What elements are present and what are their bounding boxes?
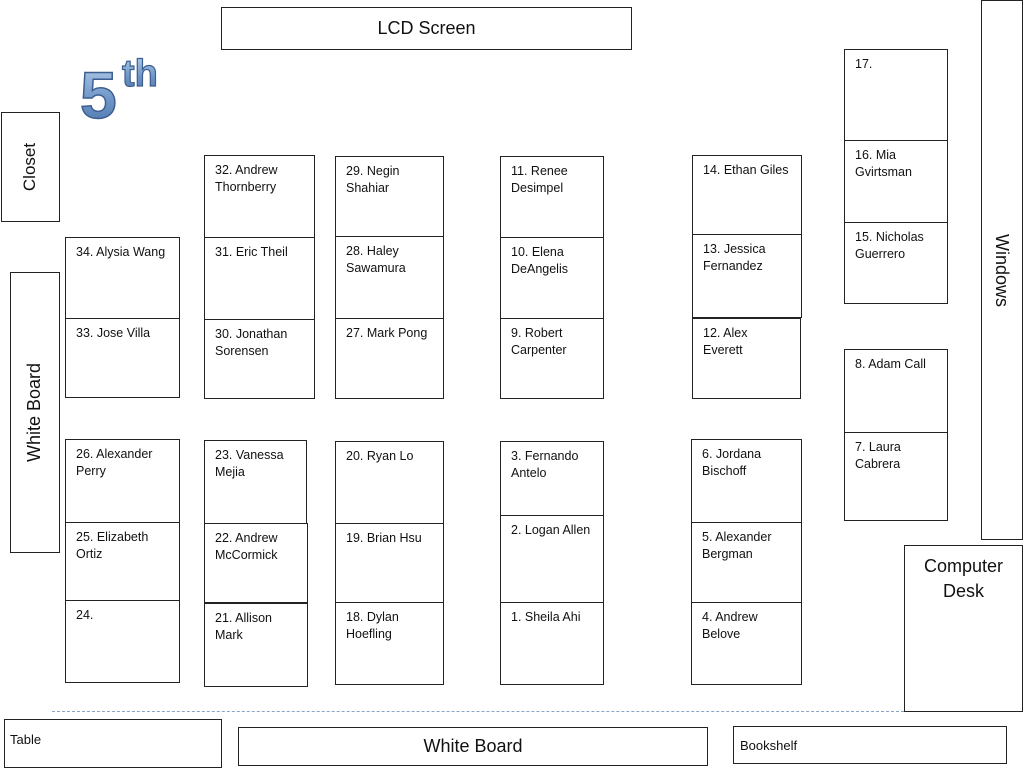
seat-12: 12. Alex Everett [692,318,801,399]
seat-label: 34. Alysia Wang [76,245,166,259]
seat-8: 8. Adam Call [844,349,948,433]
seat-label: 24. [76,608,94,622]
white-board-bottom: White Board [238,727,708,766]
seat-31: 31. Eric Theil [204,237,315,320]
seat-18: 18. Dylan Hoefling [335,602,444,685]
seat-label: 7. Laura Cabrera [855,440,901,471]
grade-number: 5 [80,58,117,130]
windows-label: Windows [992,233,1013,307]
seat-29: 29. Negin Shahiar [335,156,444,237]
seat-label: 20. Ryan Lo [346,449,414,463]
seat-5: 5. Alexander Bergman [691,522,802,603]
seat-label: 19. Brian Hsu [346,531,422,545]
seat-33: 33. Jose Villa [65,318,180,398]
seat-28: 28. Haley Sawamura [335,236,444,319]
seat-label: 14. Ethan Giles [703,163,789,177]
seat-label: 10. Elena DeAngelis [511,245,568,276]
seat-2: 2. Logan Allen [500,515,604,603]
lcd-screen: LCD Screen [221,7,632,50]
seat-label: 5. Alexander Bergman [702,530,772,561]
table-label: Table [10,732,42,747]
seat-3: 3. Fernando Antelo [500,441,604,516]
computer-desk-label: Computer Desk [923,556,1004,601]
seat-label: 30. Jonathan Sorensen [215,327,288,358]
seat-24: 24. [65,600,180,683]
lcd-screen-label: LCD Screen [377,18,476,38]
seat-10: 10. Elena DeAngelis [500,237,604,320]
seat-label: 1. Sheila Ahi [511,610,581,624]
seat-label: 21. Allison Mark [215,611,272,642]
seat-label: 23. Vanessa Mejia [215,448,284,479]
seat-label: 26. Alexander Perry [76,447,153,478]
seat-9: 9. Robert Carpenter [500,318,604,399]
seat-25: 25. Elizabeth Ortiz [65,522,180,601]
seat-11: 11. Renee Desimpel [500,156,604,238]
seat-label: 13. Jessica Fernandez [703,242,766,273]
seat-32: 32. Andrew Thornberry [204,155,315,238]
bookshelf: Bookshelf [733,726,1007,764]
seat-23: 23. Vanessa Mejia [204,440,307,525]
seat-16: 16. Mia Gvirtsman [844,140,948,223]
seat-label: 15. Nicholas Guerrero [855,230,924,261]
seat-19: 19. Brian Hsu [335,523,444,603]
seat-20: 20. Ryan Lo [335,441,444,524]
seat-30: 30. Jonathan Sorensen [204,319,315,399]
seat-label: 25. Elizabeth Ortiz [76,530,149,561]
seat-26: 26. Alexander Perry [65,439,180,523]
seat-label: 22. Andrew McCormick [215,531,278,562]
seat-label: 16. Mia Gvirtsman [855,148,912,179]
seat-27: 27. Mark Pong [335,318,444,399]
seat-13: 13. Jessica Fernandez [692,234,802,318]
grade-suffix: th [122,53,158,95]
seat-15: 15. Nicholas Guerrero [844,222,948,304]
seat-label: 29. Negin Shahiar [346,164,400,195]
grade-badge: 5 th [79,52,158,130]
seat-6: 6. Jordana Bischoff [691,439,802,523]
seat-label: 18. Dylan Hoefling [346,610,399,641]
seat-22: 22. Andrew McCormick [204,523,308,603]
seat-17: 17. [844,49,948,141]
closet: Closet [1,112,60,222]
dashed-divider [52,711,904,712]
seat-label: 6. Jordana Bischoff [702,447,762,478]
seat-7: 7. Laura Cabrera [844,432,948,521]
seat-label: 17. [855,57,873,71]
windows: Windows [981,0,1023,540]
seat-label: 4. Andrew Belove [702,610,758,641]
white-board-left: White Board [10,272,60,553]
seat-label: 9. Robert Carpenter [511,326,567,357]
seat-label: 33. Jose Villa [76,326,151,340]
table: Table [4,719,222,768]
closet-label: Closet [20,142,40,192]
seat-4: 4. Andrew Belove [691,602,802,685]
seat-label: 32. Andrew Thornberry [215,163,278,194]
seat-label: 12. Alex Everett [703,326,748,357]
white-board-bottom-label: White Board [423,736,523,756]
computer-desk: Computer Desk [904,545,1023,712]
seat-label: 3. Fernando Antelo [511,449,579,480]
seat-34: 34. Alysia Wang [65,237,180,319]
seat-label: 27. Mark Pong [346,326,428,340]
seat-21: 21. Allison Mark [204,603,308,687]
white-board-left-label: White Board [24,362,45,463]
seat-label: 11. Renee Desimpel [511,164,568,195]
bookshelf-label: Bookshelf [740,738,798,753]
seat-label: 8. Adam Call [855,357,926,371]
seat-label: 2. Logan Allen [511,523,591,537]
seat-14: 14. Ethan Giles [692,155,802,235]
seat-1: 1. Sheila Ahi [500,602,604,685]
seat-label: 31. Eric Theil [215,245,288,259]
seat-label: 28. Haley Sawamura [346,244,406,275]
